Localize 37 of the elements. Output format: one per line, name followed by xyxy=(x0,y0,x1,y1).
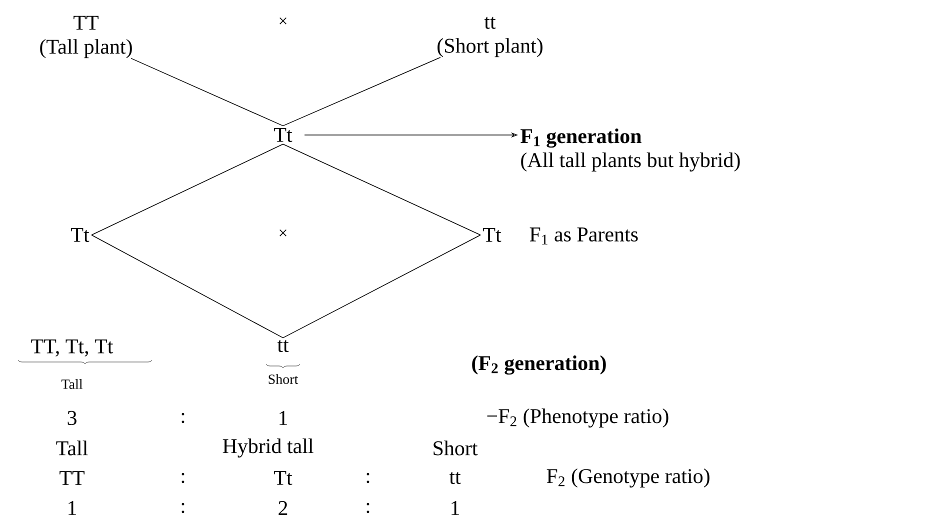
ratio-text: TT, Tt, Tt xyxy=(31,340,114,356)
ratio-text: : xyxy=(366,502,370,514)
ratio-text: tt xyxy=(449,472,461,484)
ratio-text: Tt xyxy=(274,471,292,485)
ratio-text: 1 xyxy=(280,411,287,425)
ratio-text: : xyxy=(366,472,370,484)
ratio-text: Tall xyxy=(56,440,88,456)
ratio-text: : xyxy=(182,502,184,514)
cross-symbol: × xyxy=(280,17,286,24)
genotype-label: TT (Tall plant) xyxy=(40,16,132,58)
cross-symbol: × xyxy=(280,229,286,236)
genotype-label: tt (Short plant) xyxy=(438,16,542,58)
generation-note: F$_{1}$ generation (All tall plants but hybrid) xyxy=(520,128,740,172)
ratio-text: F$_{1}$ as Parents xyxy=(530,228,638,244)
cross-line xyxy=(91,234,284,338)
ratio-text: 3 xyxy=(68,410,76,426)
genotype-label: tt Short xyxy=(268,340,298,384)
cross-line xyxy=(130,58,284,126)
ratio-text: Short xyxy=(434,440,478,456)
ratio-text: 2 xyxy=(278,501,288,515)
genotype-label: Tt xyxy=(483,228,502,242)
genotype-label: Tt xyxy=(71,228,90,242)
cross-line xyxy=(91,144,284,236)
ratio-text: : xyxy=(182,472,184,484)
ratio-text: 1 xyxy=(452,501,459,515)
cross-line xyxy=(282,144,481,236)
ratio-text: 1 xyxy=(68,501,76,515)
genotype-label: Tt xyxy=(274,128,292,142)
ratio-text: : xyxy=(182,412,184,424)
generation-note: (F$_{2}$ generation) xyxy=(472,355,606,375)
cross-line xyxy=(282,234,481,338)
ratio-text: −F$_{2}$ (Phenotype ratio) xyxy=(487,408,668,428)
brace-caption: Tall xyxy=(61,379,83,389)
ratio-text: TT xyxy=(60,471,84,485)
ratio-text: Hybrid tall xyxy=(222,438,314,458)
ratio-text: F$_{2}$ (Genotype ratio) xyxy=(546,468,710,488)
cross-line xyxy=(282,56,441,126)
